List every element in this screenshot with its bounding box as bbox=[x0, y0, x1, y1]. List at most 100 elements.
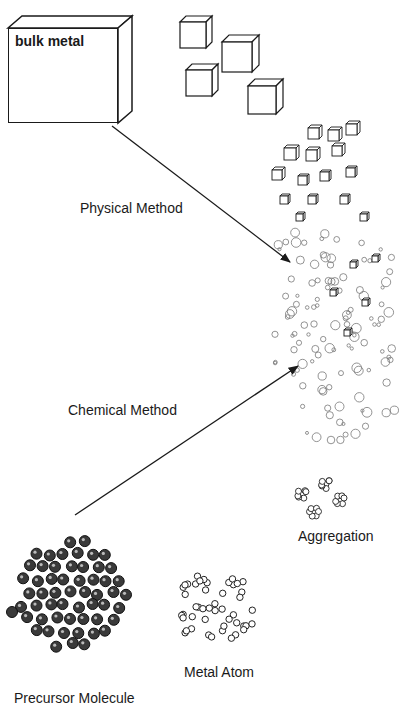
highlight bbox=[33, 603, 36, 606]
cube bbox=[298, 176, 307, 185]
nanoparticle bbox=[311, 321, 317, 327]
cube bbox=[350, 262, 356, 268]
nanoparticle bbox=[327, 385, 332, 390]
node-label: bulk metal bbox=[9, 29, 117, 53]
nanoparticle bbox=[311, 360, 314, 363]
aggregate-atom bbox=[341, 495, 347, 501]
precursor-molecule bbox=[88, 549, 99, 560]
precursor-molecule bbox=[43, 626, 54, 637]
metal-pieces bbox=[180, 16, 369, 221]
precursor-molecule bbox=[92, 614, 103, 625]
precursor-molecule bbox=[74, 602, 85, 613]
precursor-molecule bbox=[78, 614, 89, 625]
nanoparticle bbox=[286, 310, 295, 319]
cube bbox=[362, 300, 368, 306]
precursor-molecule bbox=[99, 625, 110, 636]
nanoparticle bbox=[325, 405, 331, 411]
aggregate-atom bbox=[302, 488, 308, 494]
nanoparticle-cloud bbox=[272, 228, 399, 444]
nanoparticle bbox=[350, 347, 353, 350]
nanoparticle bbox=[296, 340, 301, 345]
cube bbox=[344, 330, 350, 336]
highlight bbox=[39, 616, 42, 619]
cube bbox=[360, 214, 367, 221]
metal-atom bbox=[212, 601, 218, 607]
precursor-molecule bbox=[114, 603, 125, 614]
chemical-arrow bbox=[75, 366, 298, 515]
nanoparticle bbox=[351, 429, 360, 438]
nanoparticle bbox=[382, 278, 391, 287]
highlight bbox=[90, 552, 93, 555]
highlight bbox=[80, 564, 83, 567]
nanoparticle bbox=[292, 331, 297, 336]
cube bbox=[284, 148, 296, 160]
nanoparticle bbox=[302, 240, 307, 245]
nanoparticle bbox=[344, 322, 350, 328]
highlight bbox=[101, 602, 104, 605]
cube bbox=[248, 86, 276, 114]
highlight bbox=[26, 590, 29, 593]
highlight bbox=[110, 589, 113, 592]
nanoparticle bbox=[306, 431, 309, 434]
physical-arrow bbox=[112, 126, 290, 262]
cube bbox=[339, 127, 342, 141]
highlight bbox=[91, 631, 94, 634]
nanoparticle bbox=[331, 321, 340, 330]
highlight bbox=[102, 552, 105, 555]
highlight bbox=[61, 630, 64, 633]
nanoparticle bbox=[370, 317, 374, 321]
nanoparticle bbox=[388, 254, 394, 260]
precursor-molecule bbox=[78, 562, 89, 573]
highlight bbox=[94, 616, 97, 619]
cube bbox=[180, 22, 206, 48]
nanoparticle bbox=[312, 345, 319, 352]
cube bbox=[317, 147, 320, 161]
cube bbox=[186, 70, 212, 96]
highlight bbox=[49, 576, 52, 579]
precursor-molecule bbox=[73, 628, 84, 639]
nanoparticle bbox=[296, 294, 299, 297]
cube bbox=[206, 16, 212, 48]
method-label: Physical Method bbox=[78, 200, 185, 216]
precursor-molecule bbox=[59, 628, 70, 639]
cube bbox=[308, 196, 316, 204]
highlight bbox=[75, 630, 78, 633]
nanoparticle bbox=[312, 433, 321, 442]
nanoparticle bbox=[342, 422, 345, 425]
nanoparticle bbox=[379, 302, 384, 307]
cube bbox=[332, 146, 342, 156]
stage-label: Aggregation bbox=[296, 528, 376, 544]
nanoparticle bbox=[296, 256, 304, 264]
nanoparticle bbox=[390, 406, 398, 414]
aggregate-atom bbox=[316, 509, 322, 515]
precursor-molecule bbox=[79, 639, 90, 650]
nanoparticle bbox=[307, 333, 310, 336]
nanoparticle bbox=[315, 278, 320, 283]
highlight bbox=[102, 578, 105, 581]
cube bbox=[306, 150, 317, 161]
nanoparticle bbox=[305, 306, 309, 310]
highlight bbox=[75, 550, 78, 553]
nanoparticle bbox=[347, 344, 350, 347]
highlight bbox=[90, 577, 93, 580]
nanoparticle bbox=[301, 404, 305, 408]
metal-atom bbox=[249, 607, 255, 613]
highlight bbox=[96, 564, 99, 567]
cube bbox=[346, 168, 355, 177]
metal-atom bbox=[241, 627, 247, 633]
metal-atom bbox=[228, 635, 234, 641]
metal-atom bbox=[202, 616, 208, 622]
nanoparticle bbox=[335, 402, 344, 411]
nanoparticle bbox=[362, 423, 368, 429]
precursor-molecule bbox=[74, 575, 85, 586]
nanoparticle bbox=[312, 305, 317, 310]
nanoparticle bbox=[325, 344, 334, 353]
precursor-molecule bbox=[65, 537, 76, 548]
precursor-molecule bbox=[7, 607, 18, 618]
precursor-molecule bbox=[24, 588, 35, 599]
stage-label: Precursor Molecule bbox=[12, 690, 137, 706]
precursor-molecule bbox=[31, 600, 42, 611]
nanoparticle bbox=[387, 355, 391, 359]
cube bbox=[320, 172, 329, 181]
nanoparticle bbox=[356, 287, 363, 294]
